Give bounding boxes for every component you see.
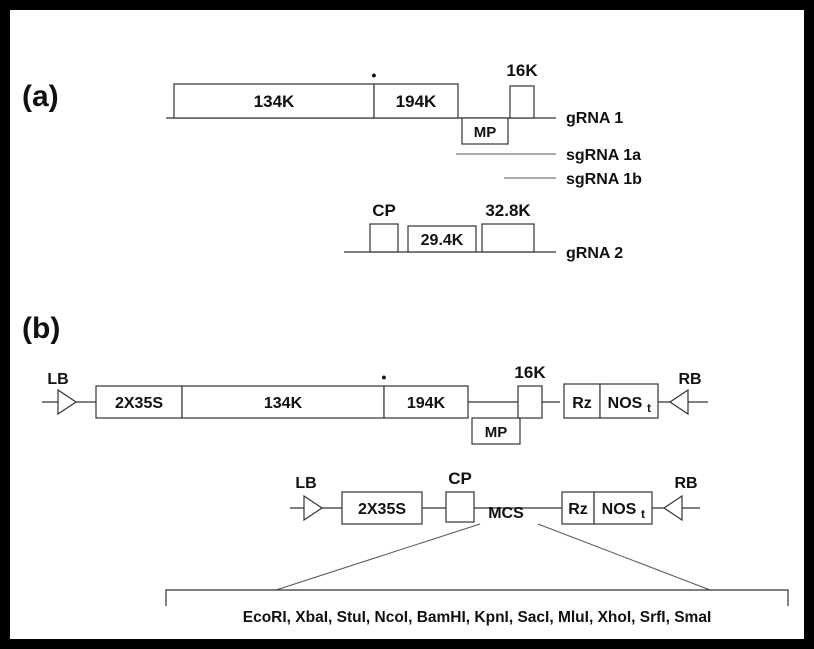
gene-134k-label: 134K	[254, 92, 295, 111]
gene-16k-box	[509, 85, 535, 119]
c1-rz-label: Rz	[572, 395, 592, 412]
c1-rb-triangle	[668, 388, 689, 416]
c1-194k-label: 194K	[407, 395, 446, 412]
panel-b-label: (b)	[22, 312, 60, 345]
gene-194k-label: 194K	[396, 92, 437, 111]
c2-nos-label: NOS	[602, 501, 637, 518]
c1-134k-label: 134K	[264, 395, 303, 412]
c2-nos-subscript: t	[641, 507, 645, 521]
c1-lb-triangle	[57, 388, 78, 416]
c2-rb-triangle	[662, 494, 683, 522]
readthrough-dot-b: •	[382, 369, 387, 385]
c1-rz-box	[563, 383, 601, 419]
c1-mp-box	[471, 417, 521, 445]
c2-rb-label: RB	[674, 475, 697, 492]
grna1-label: gRNA 1	[566, 110, 623, 127]
c1-lb-label: LB	[47, 371, 68, 388]
c2-mcs-label: MCS	[488, 505, 524, 522]
mcs-expand-right	[537, 523, 711, 591]
gene-29-4k-box	[407, 225, 477, 253]
gene-194k-box	[373, 83, 459, 119]
c2-cp-box	[445, 491, 475, 523]
c1-nos-subscript: t	[647, 401, 651, 415]
c1-mp-label: MP	[485, 424, 508, 441]
c2-promoter-box	[341, 491, 423, 525]
panel-a-label: (a)	[22, 80, 59, 113]
gene-mp-label: MP	[474, 124, 497, 141]
c2-cp-label: CP	[448, 469, 472, 488]
gene-cp-label: CP	[372, 201, 396, 220]
readthrough-dot-a: •	[372, 67, 377, 83]
restriction-sites-list: EcoRI, XbaI, StuI, NcoI, BamHI, KpnI, Sa…	[243, 609, 712, 626]
gene-32-8k-box	[481, 223, 535, 253]
genome-diagram: (a) 134K 194K • MP 16K gRNA 1 sgRNA 1a s…	[22, 61, 789, 626]
c2-promoter-label: 2X35S	[358, 501, 406, 518]
c1-16k-label: 16K	[514, 363, 546, 382]
sgrna1a-label: sgRNA 1a	[566, 147, 641, 164]
gene-mp-box	[461, 117, 509, 145]
c1-194k-box	[383, 385, 469, 419]
c1-134k-box	[181, 385, 385, 419]
gene-cp-box	[369, 223, 399, 253]
c2-rz-label: Rz	[568, 501, 588, 518]
gene-16k-label: 16K	[506, 61, 538, 80]
c1-nos-label: NOS	[608, 395, 643, 412]
c2-lb-triangle	[303, 494, 324, 522]
gene-32-8k-label: 32.8K	[485, 201, 531, 220]
c2-lb-label: LB	[295, 475, 316, 492]
c1-nos-box	[599, 383, 659, 419]
sgrna1b-label: sgRNA 1b	[566, 171, 642, 188]
c1-16k-box	[517, 385, 543, 419]
c2-nos-box	[593, 491, 653, 525]
figure-panel: (a) 134K 194K • MP 16K gRNA 1 sgRNA 1a s…	[10, 10, 804, 639]
mcs-expand-left	[275, 523, 481, 591]
c1-promoter-box	[95, 385, 183, 419]
c1-promoter-label: 2X35S	[115, 395, 163, 412]
gene-29-4k-label: 29.4K	[421, 232, 464, 249]
mcs-bracket	[165, 589, 789, 606]
grna2-label: gRNA 2	[566, 245, 623, 262]
c1-rb-label: RB	[678, 371, 701, 388]
